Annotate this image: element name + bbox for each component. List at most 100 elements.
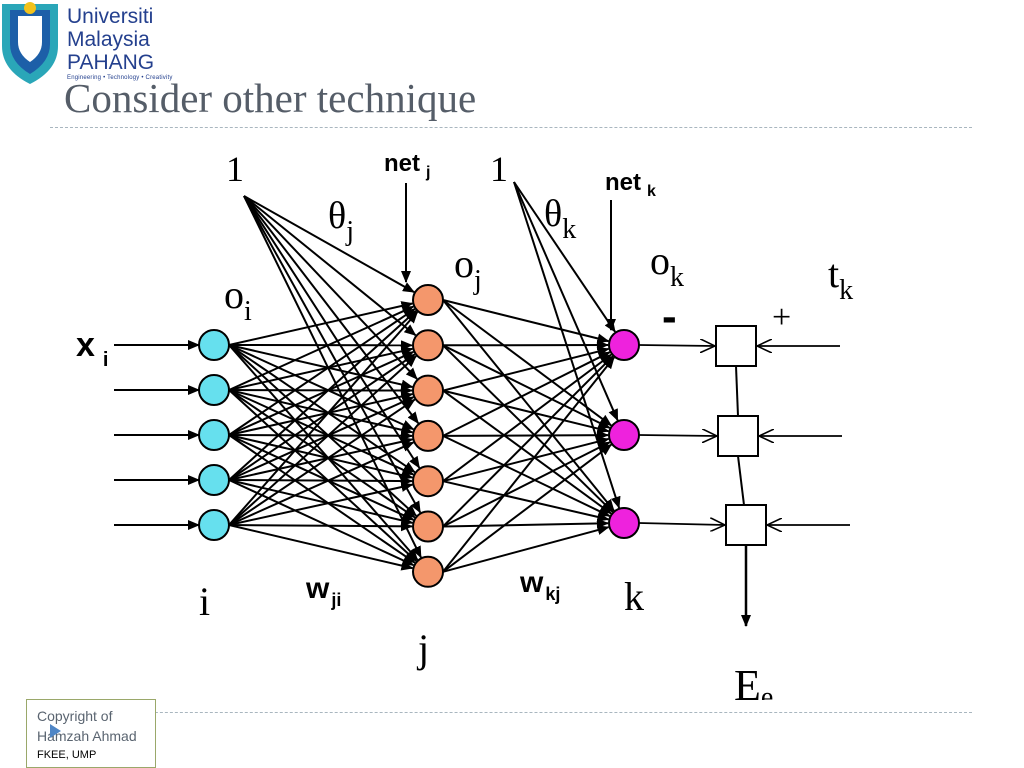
weight-edge-ji — [228, 344, 419, 561]
minus-sign: - — [662, 292, 677, 341]
weight-edge-ji — [228, 391, 414, 436]
weight-edge-ji — [228, 389, 414, 435]
o-i-label: oi — [224, 272, 252, 327]
input-node — [198, 419, 230, 451]
weight-edge-ji — [228, 344, 416, 473]
weight-edge-kj — [442, 434, 611, 517]
layer-index-i: i — [199, 579, 210, 624]
bias-edge-hidden — [243, 195, 422, 514]
weight-edge-kj — [442, 518, 610, 529]
weight-edge-ji — [228, 301, 414, 346]
bias-edge-hidden — [243, 195, 422, 559]
error-box — [725, 504, 767, 546]
bias-edge-output — [513, 181, 616, 333]
input-node — [198, 374, 230, 406]
slide-title: Consider other technique — [64, 75, 477, 121]
output-to-error-arrow — [638, 345, 715, 346]
weight-edge-ji — [228, 436, 414, 481]
weight-edge-kj — [442, 436, 610, 483]
error-computation-block — [638, 325, 850, 627]
weight-edge-ji — [228, 434, 415, 521]
copyright-line3: FKEE, UMP — [37, 749, 97, 761]
weight-edge-ji — [228, 482, 414, 526]
error-connector — [737, 455, 745, 506]
hidden-node — [412, 419, 444, 452]
o-j-label: oj — [454, 241, 482, 296]
weight-edge-ji — [228, 524, 414, 571]
weight-edge-kj — [442, 299, 612, 427]
weight-edge-ji — [228, 389, 415, 476]
input-node — [198, 464, 230, 496]
output-node — [608, 419, 640, 451]
weight-edge-ji — [228, 305, 415, 391]
error-box — [717, 415, 759, 457]
input-node — [198, 509, 230, 541]
weight-edge-kj — [442, 344, 611, 429]
weight-edge-ji — [228, 385, 414, 396]
weight-edge-ji — [228, 389, 416, 519]
layer-index-j: j — [416, 626, 429, 671]
theta-j-label: θj — [328, 195, 354, 247]
weight-edge-ji — [228, 350, 415, 436]
weight-edge-ji — [228, 398, 416, 526]
o-k-label: ok — [650, 238, 684, 293]
weight-edge-kj — [442, 346, 610, 392]
bias-edge-hidden — [243, 195, 415, 293]
weight-edge-kj — [442, 430, 610, 441]
hidden-node — [412, 465, 444, 498]
play-icon[interactable] — [50, 724, 61, 738]
weight-edge-ji — [228, 430, 414, 441]
output-to-error-arrow — [638, 523, 725, 525]
weight-edge-ji — [228, 476, 414, 487]
title-divider — [50, 127, 972, 128]
weight-edge-ji — [228, 309, 417, 481]
logo-tagline: Engineering • Technology • Creativity — [67, 75, 173, 81]
network-nodes — [198, 284, 640, 588]
output-to-error-arrow — [638, 435, 717, 436]
hidden-node — [412, 374, 444, 407]
target-label: tk — [828, 251, 853, 306]
weight-edge-ji — [228, 344, 414, 390]
error-label: Ee — [734, 661, 773, 700]
weight-edge-ji — [228, 308, 416, 436]
error-box — [715, 325, 757, 367]
weight-edge-ji — [228, 441, 415, 526]
weight-edge-ji — [228, 521, 414, 532]
weight-edge-ji — [228, 479, 415, 567]
logo-name-line3: PAHANG — [67, 51, 155, 74]
weight-edge-kj — [442, 353, 613, 482]
university-logo: Universiti Malaysia PAHANG Engineering •… — [0, 0, 190, 86]
weight-edge-kj — [442, 299, 615, 512]
weight-edge-ji — [228, 389, 417, 562]
weight-edge-ji — [228, 434, 414, 480]
output-node — [608, 329, 640, 361]
logo-name-line1: Universiti — [67, 5, 154, 28]
weight-edge-kj — [442, 443, 613, 573]
weight-edge-kj — [442, 344, 614, 513]
weight-edge-kj — [442, 299, 610, 344]
weight-edge-ji — [228, 355, 417, 526]
copyright-line2: Hamzah Ahmad — [37, 728, 137, 744]
theta-k-label: θk — [544, 193, 576, 245]
logo-name-line2: Malaysia — [67, 28, 150, 51]
output-node — [608, 507, 640, 539]
bias-edge-hidden — [243, 195, 418, 380]
hidden-node — [412, 510, 444, 543]
weight-edge-ji — [228, 353, 416, 481]
weight-edge-kj — [442, 389, 610, 434]
bias-edge-hidden — [243, 195, 421, 469]
weight-edge-kj — [442, 355, 614, 528]
copyright-box: Copyright of Hamzah Ahmad FKEE, UMP — [26, 699, 156, 768]
weight-edge-kj — [442, 525, 610, 573]
weight-edge-ji — [228, 346, 414, 391]
footer-divider — [50, 712, 972, 713]
plus-sign: + — [772, 299, 791, 336]
hidden-node — [412, 555, 444, 588]
error-connector — [735, 365, 739, 417]
weight-edge-kj — [442, 389, 612, 515]
